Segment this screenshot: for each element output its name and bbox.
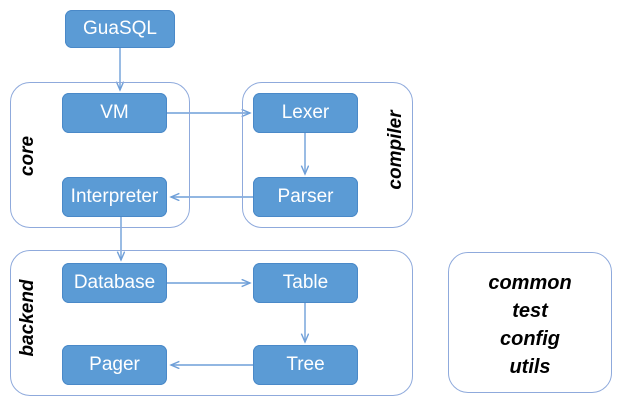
group-shared-modules[interactable]: common test config utils <box>448 252 612 393</box>
group-compiler-label: compiler <box>385 110 406 190</box>
group-core-label: core <box>17 135 38 177</box>
shared-modules-line-common: common <box>488 272 572 294</box>
node-pager[interactable]: Pager <box>62 345 167 385</box>
node-lexer[interactable]: Lexer <box>253 93 358 133</box>
node-guasql[interactable]: GuaSQL <box>65 10 175 48</box>
node-parser[interactable]: Parser <box>253 177 358 217</box>
shared-modules-line-test: test <box>512 300 548 322</box>
shared-modules-line-config: config <box>500 328 560 350</box>
node-database[interactable]: Database <box>62 263 167 303</box>
node-interpreter[interactable]: Interpreter <box>62 177 167 217</box>
group-backend[interactable]: backend <box>10 250 413 396</box>
shared-modules-line-utils: utils <box>509 356 551 378</box>
group-backend-label: backend <box>17 279 38 357</box>
node-vm[interactable]: VM <box>62 93 167 133</box>
node-tree[interactable]: Tree <box>253 345 358 385</box>
node-table[interactable]: Table <box>253 263 358 303</box>
group-core[interactable]: core <box>10 82 190 228</box>
group-compiler[interactable]: compiler <box>242 82 413 228</box>
